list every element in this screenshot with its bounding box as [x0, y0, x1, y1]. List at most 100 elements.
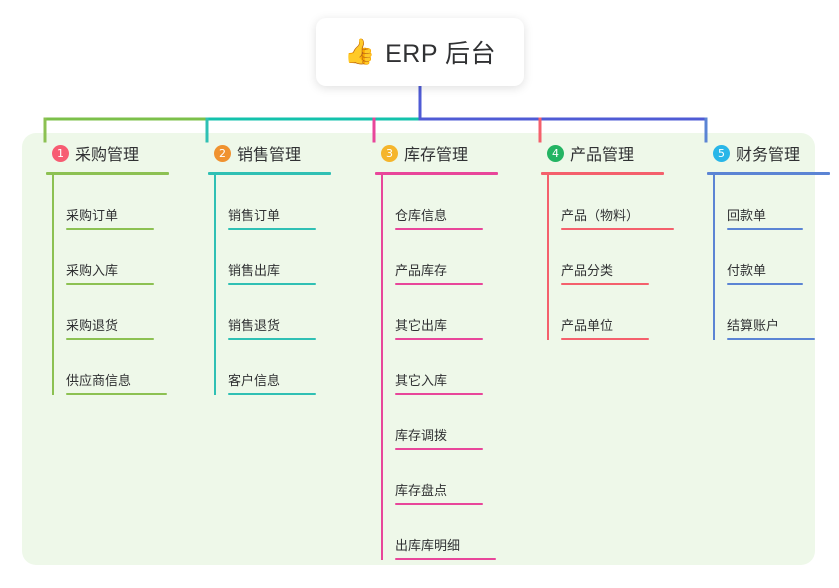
branch-column: 4 产品管理产品（物料） 产品分类产品单位: [533, 140, 698, 340]
branch-item[interactable]: 产品（物料）: [547, 175, 698, 230]
branch-item-label: 产品（物料）: [561, 208, 640, 223]
branch-item-rule: [561, 338, 649, 340]
branch-item-label: 销售订单: [228, 208, 281, 223]
branch-item-label: 出库库明细: [395, 538, 461, 553]
branch-item-label: 客户信息: [228, 373, 281, 388]
branch-number-badge: 1: [52, 144, 69, 162]
branch-item[interactable]: 采购退货: [52, 285, 203, 340]
branch-title: 产品管理: [570, 147, 635, 164]
branch-item-list: 仓库信息产品库存其它出库其它入库库存调拨库存盘点出库库明细: [367, 175, 532, 560]
branch-item[interactable]: 付款单: [713, 230, 839, 285]
branch-item-label: 回款单: [727, 208, 767, 223]
branch-item[interactable]: 客户信息: [214, 340, 365, 395]
branch-header-rule: [375, 172, 498, 175]
branch-item[interactable]: 销售订单: [214, 175, 365, 230]
branch-item-rule: [395, 228, 483, 230]
branch-item-rule: [561, 283, 649, 285]
branch-item[interactable]: 回款单: [713, 175, 839, 230]
branch-item-label: 采购入库: [66, 263, 119, 278]
branch-item-rule: [727, 283, 803, 285]
branch-item[interactable]: 出库库明细: [381, 505, 532, 560]
branch-item-label: 仓库信息: [395, 208, 448, 223]
branch-item-label: 销售退货: [228, 318, 281, 333]
branch-item[interactable]: 产品单位: [547, 285, 698, 340]
branch-item-rule: [66, 338, 154, 340]
branch-item-rule: [228, 228, 316, 230]
branch-item[interactable]: 供应商信息: [52, 340, 203, 395]
root-node[interactable]: 👍 ERP 后台: [316, 18, 524, 86]
branch-item-list: 销售订单销售出库销售退货客户信息: [200, 175, 365, 395]
branch-item[interactable]: 采购入库: [52, 230, 203, 285]
branch-header[interactable]: 4 产品管理: [533, 140, 698, 166]
branch-item-rule: [395, 283, 483, 285]
branch-item[interactable]: 库存调拨: [381, 395, 532, 450]
branch-header-rule: [46, 172, 169, 175]
branch-item-label: 产品单位: [561, 318, 614, 333]
branch-header[interactable]: 3 库存管理: [367, 140, 532, 166]
branch-item-label: 采购订单: [66, 208, 119, 223]
branch-item-rule: [66, 393, 167, 395]
content-panel: [22, 133, 815, 565]
branch-number-badge: 4: [547, 144, 564, 162]
branch-number-badge: 2: [214, 144, 231, 162]
branch-item-label: 其它入库: [395, 373, 448, 388]
branch-item-rule: [727, 338, 815, 340]
branch-spine: [713, 175, 715, 340]
branch-spine: [547, 175, 549, 340]
thumbs-up-icon: 👍: [343, 37, 376, 66]
branch-header-rule: [541, 172, 664, 175]
page-title: ERP 后台: [385, 40, 497, 68]
branch-item-rule: [228, 338, 316, 340]
branch-item-label: 产品分类: [561, 263, 614, 278]
branch-column: 3 库存管理仓库信息产品库存其它出库其它入库库存调拨库存盘点出库库明细: [367, 140, 532, 560]
branch-item-rule: [395, 503, 483, 505]
branch-item-rule: [395, 338, 483, 340]
branch-item-rule: [66, 228, 154, 230]
branch-item-label: 采购退货: [66, 318, 119, 333]
branch-item-list: 回款单付款单结算账户: [699, 175, 839, 340]
branch-item-rule: [395, 393, 483, 395]
branch-item[interactable]: 采购订单: [52, 175, 203, 230]
branch-item-label: 供应商信息: [66, 373, 132, 388]
branch-column: 1 采购管理采购订单采购入库采购退货供应商信息: [38, 140, 203, 395]
branch-item[interactable]: 其它入库: [381, 340, 532, 395]
branch-item-list: 产品（物料） 产品分类产品单位: [533, 175, 698, 340]
branch-header-rule: [707, 172, 830, 175]
branch-title: 库存管理: [404, 147, 469, 164]
branch-item[interactable]: 结算账户: [713, 285, 839, 340]
branch-item-label: 库存调拨: [395, 428, 448, 443]
branch-item-label: 库存盘点: [395, 483, 448, 498]
branch-number-badge: 3: [381, 144, 398, 162]
branch-item-label: 付款单: [727, 263, 767, 278]
branch-title: 财务管理: [736, 147, 801, 164]
branch-item-label: 产品库存: [395, 263, 448, 278]
branch-item-rule: [727, 228, 803, 230]
branch-item-label: 销售出库: [228, 263, 281, 278]
branch-item[interactable]: 销售出库: [214, 230, 365, 285]
branch-spine: [381, 175, 383, 560]
branch-item-rule: [228, 393, 316, 395]
branch-item[interactable]: 其它出库: [381, 285, 532, 340]
branch-item-rule: [561, 228, 674, 230]
branch-item[interactable]: 销售退货: [214, 285, 365, 340]
branch-item[interactable]: 库存盘点: [381, 450, 532, 505]
branch-item-rule: [395, 558, 496, 560]
branch-header-rule: [208, 172, 331, 175]
branch-item-list: 采购订单采购入库采购退货供应商信息: [38, 175, 203, 395]
branch-item[interactable]: 仓库信息: [381, 175, 532, 230]
branch-spine: [52, 175, 54, 395]
branch-spine: [214, 175, 216, 395]
branch-item-rule: [395, 448, 483, 450]
branch-title: 采购管理: [75, 147, 140, 164]
branch-item-label: 其它出库: [395, 318, 448, 333]
branch-item-label: 结算账户: [727, 318, 780, 333]
branch-item-rule: [228, 283, 316, 285]
branch-item[interactable]: 产品库存: [381, 230, 532, 285]
branch-header[interactable]: 1 采购管理: [38, 140, 203, 166]
branch-item[interactable]: 产品分类: [547, 230, 698, 285]
